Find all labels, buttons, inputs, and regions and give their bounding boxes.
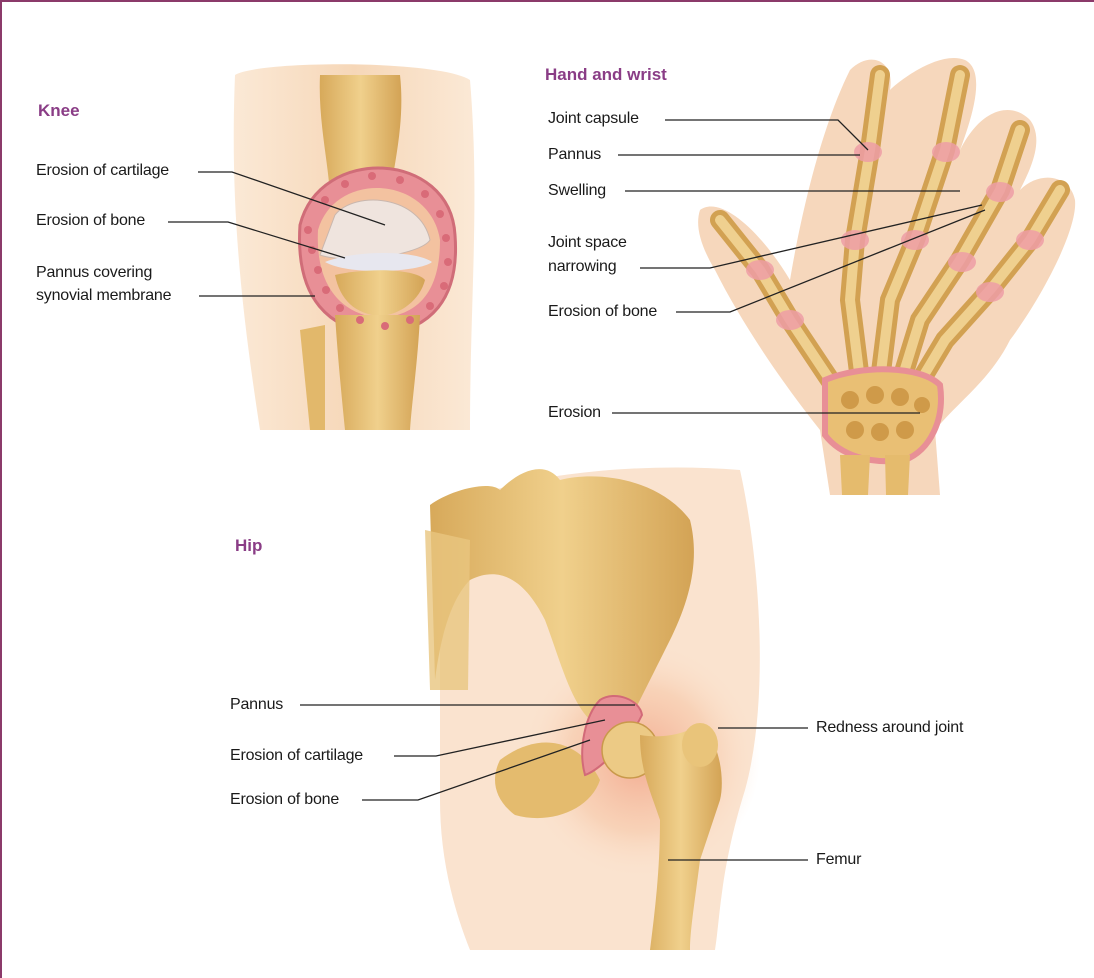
wrist-carpals bbox=[825, 369, 941, 461]
hand-label-erosion-of-bone: Erosion of bone bbox=[548, 301, 657, 323]
sacrum bbox=[425, 530, 470, 690]
hip-label-erosion-of-bone: Erosion of bone bbox=[230, 789, 339, 811]
hand-label-swelling: Swelling bbox=[548, 180, 606, 202]
hand-label-joint-space-line2: narrowing bbox=[548, 256, 616, 278]
greater-trochanter bbox=[682, 723, 718, 767]
hand-label-joint-space-line1: Joint space bbox=[548, 232, 627, 254]
ulna-bone bbox=[885, 455, 910, 495]
hand-label-pannus: Pannus bbox=[548, 144, 601, 166]
knee-label-pannus-line2: synovial membrane bbox=[36, 285, 171, 307]
hand-title: Hand and wrist bbox=[545, 65, 667, 85]
hip-label-erosion-of-cartilage: Erosion of cartilage bbox=[230, 745, 363, 767]
hand-label-joint-capsule: Joint capsule bbox=[548, 108, 639, 130]
knee-illustration bbox=[234, 64, 475, 430]
knee-label-erosion-of-cartilage: Erosion of cartilage bbox=[36, 160, 169, 182]
tibia-shaft-knee bbox=[335, 315, 420, 430]
hip-label-pannus: Pannus bbox=[230, 694, 283, 716]
radius-bone bbox=[840, 455, 870, 495]
hip-illustration bbox=[425, 467, 760, 950]
hip-title: Hip bbox=[235, 536, 262, 556]
knee-label-erosion-of-bone: Erosion of bone bbox=[36, 210, 145, 232]
hand-label-erosion: Erosion bbox=[548, 402, 601, 424]
knee-title: Knee bbox=[38, 101, 80, 121]
hand-illustration bbox=[698, 58, 1075, 495]
hip-label-redness: Redness around joint bbox=[816, 717, 963, 739]
knee-label-pannus-line1: Pannus covering bbox=[36, 262, 152, 284]
hip-label-femur: Femur bbox=[816, 849, 861, 871]
